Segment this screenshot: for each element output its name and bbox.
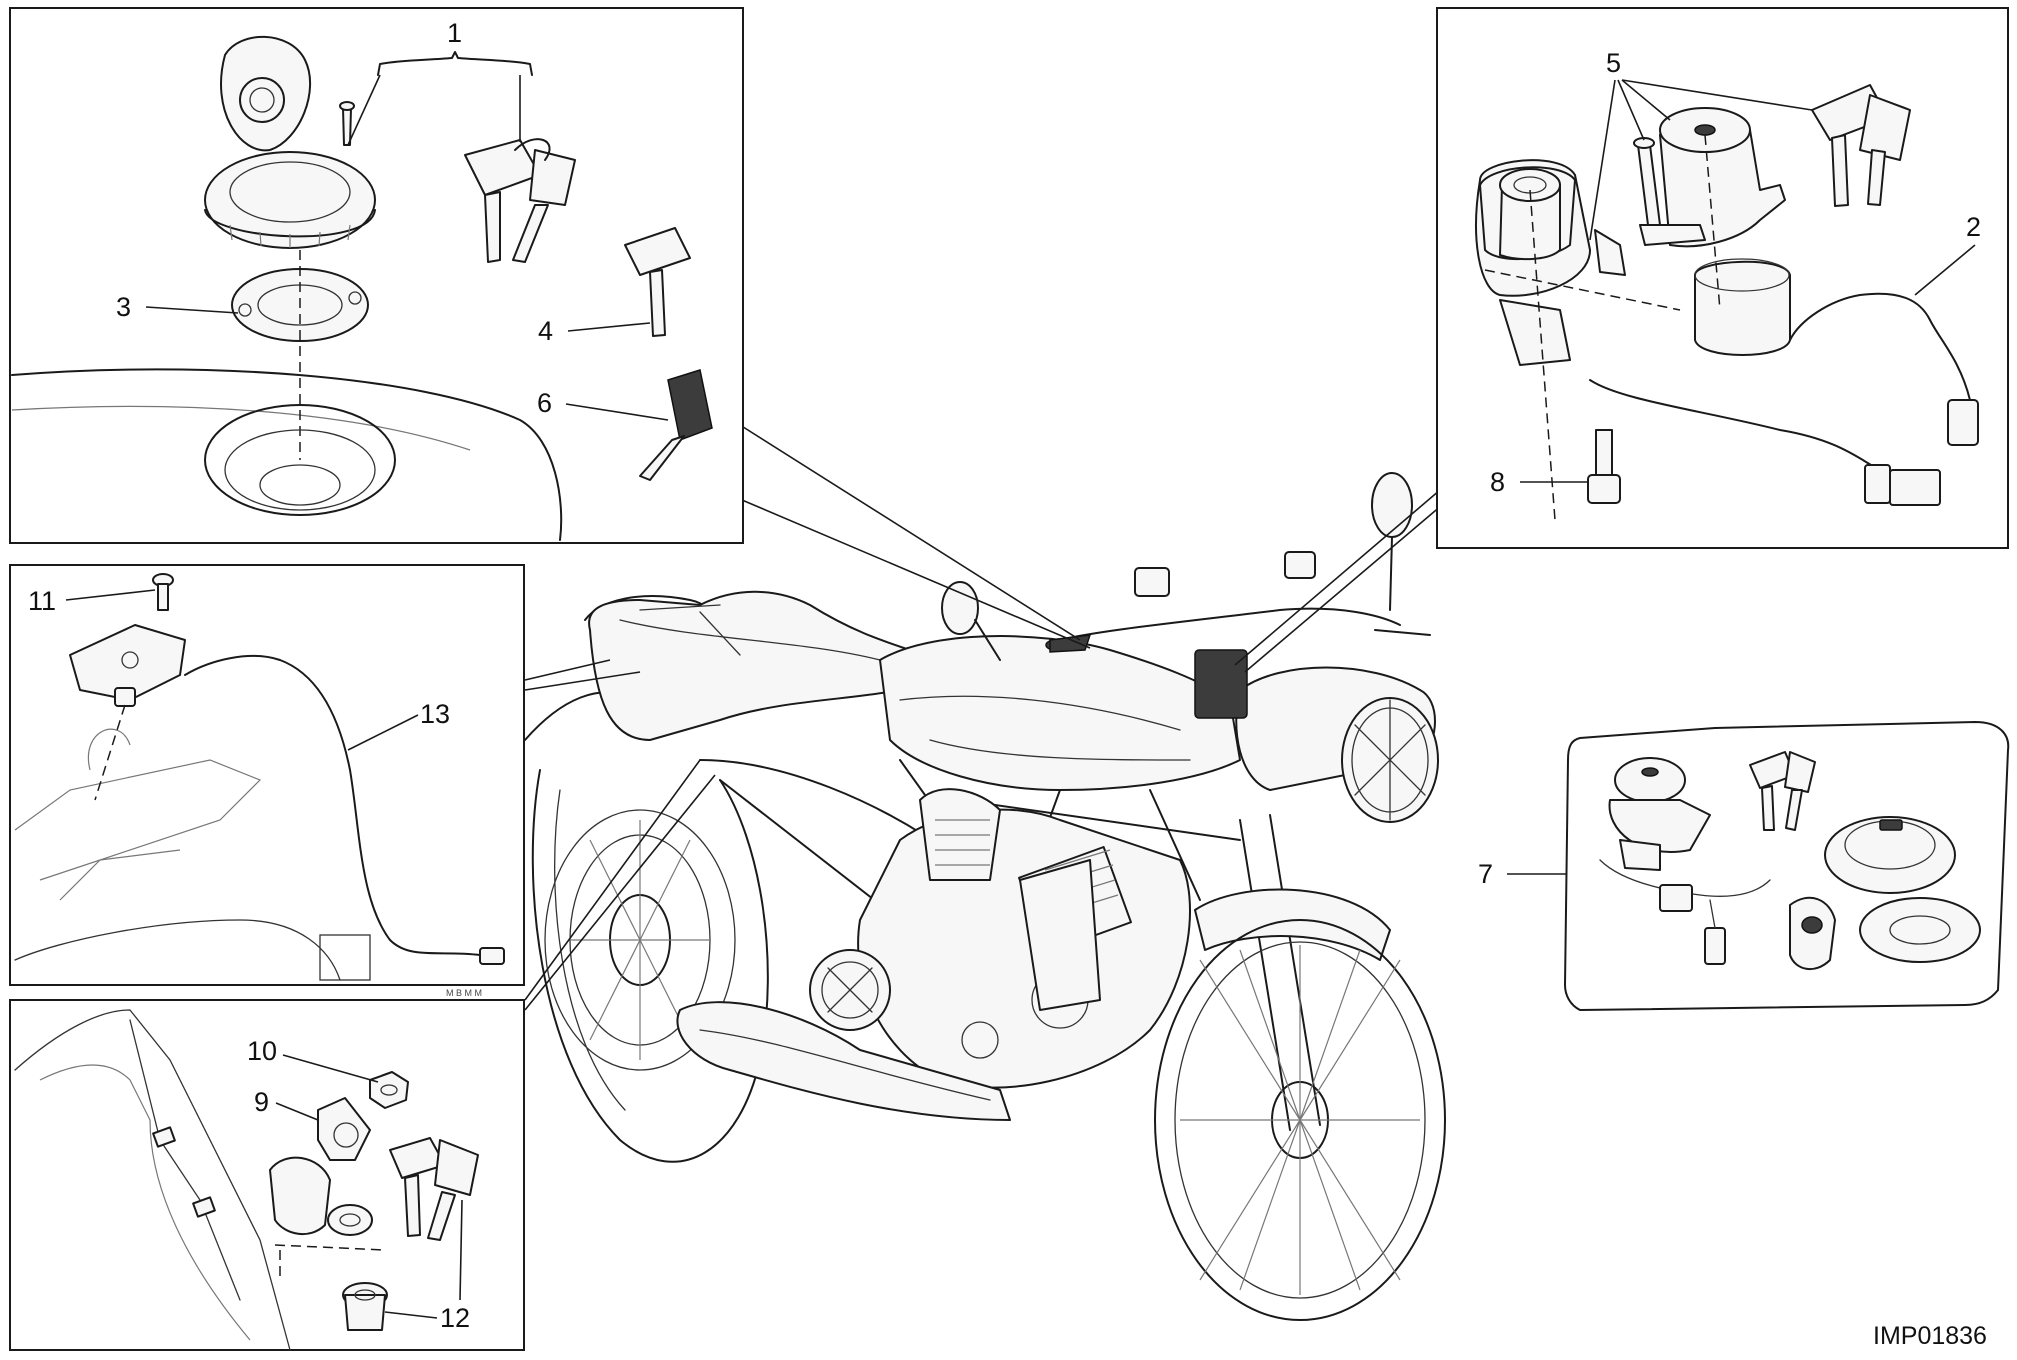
tank-filler-opening [204,404,396,516]
seat [588,590,911,741]
tank-cap-highlight [1049,634,1092,653]
key-set-12 [389,1137,479,1241]
brace-1 [377,51,533,76]
key-set-1 [464,138,576,263]
small-print: M B M M [446,988,482,998]
kit-keys [1749,751,1816,831]
nut-10 [369,1071,409,1109]
callout-3: 3 [116,292,131,322]
side-panel [1019,859,1101,1011]
callout-9: 9 [254,1087,269,1117]
fuel-cap-assembly [204,35,376,249]
wiring-harness-2 [1589,292,1979,506]
key-set-5 [1811,84,1911,207]
detail-pointers [524,424,1443,1011]
seat-lock-cable-13 [184,654,481,956]
lock-housing [269,1156,373,1236]
callout-11: 11 [28,586,56,616]
kit-ignition-switch [1608,757,1711,871]
bolt-8 [1587,429,1621,504]
panel-lock-set-kit: 7 [1478,720,2010,1012]
clip-9 [317,1097,371,1161]
fuel-tank [879,635,1241,791]
ignition-cover [1639,107,1786,248]
panel-fuel-cap: 1 3 4 6 [9,7,744,544]
rear-wheel [531,769,769,1163]
panel-ignition-switch: 5 2 8 [1436,7,2009,549]
panel-seat-lock: M B M M 11 13 [9,564,525,998]
ignition-switch-highlight [1194,649,1248,719]
engine [809,788,1191,1089]
handlebars [941,472,1431,661]
ignition-lock-barrel [1694,258,1791,356]
callout-10: 10 [247,1036,277,1066]
front-wheel [1154,814,1446,1321]
callout-7: 7 [1478,859,1493,889]
headlight-fairing [1235,666,1439,823]
lock-barrel [342,1282,388,1331]
callout-1: 1 [447,18,462,48]
image-reference-code: IMP01836 [1873,1322,1987,1350]
callout-6: 6 [537,388,552,418]
callout-4: 4 [538,316,553,346]
kit-fuel-cap-gasket [1859,897,1981,963]
callout-13: 13 [420,699,450,729]
callout-12: 12 [440,1303,470,1333]
callout-5: 5 [1606,48,1621,78]
panel-seat-lock-barrel: 10 9 12 [9,999,525,1351]
key-6 [639,369,713,481]
exhaust [676,1001,1011,1121]
kit-connectors [1599,859,1771,965]
key-4 [624,227,691,337]
callout-8: 8 [1490,467,1505,497]
kit-seat-lock [1789,896,1836,970]
callout-2: 2 [1966,212,1981,242]
kit-fuel-cap [1824,816,1956,894]
ignition-switch [1475,159,1626,366]
screw-5 [1633,137,1661,226]
motorcycle-illustration [524,424,1446,1321]
screw-11 [152,573,174,611]
